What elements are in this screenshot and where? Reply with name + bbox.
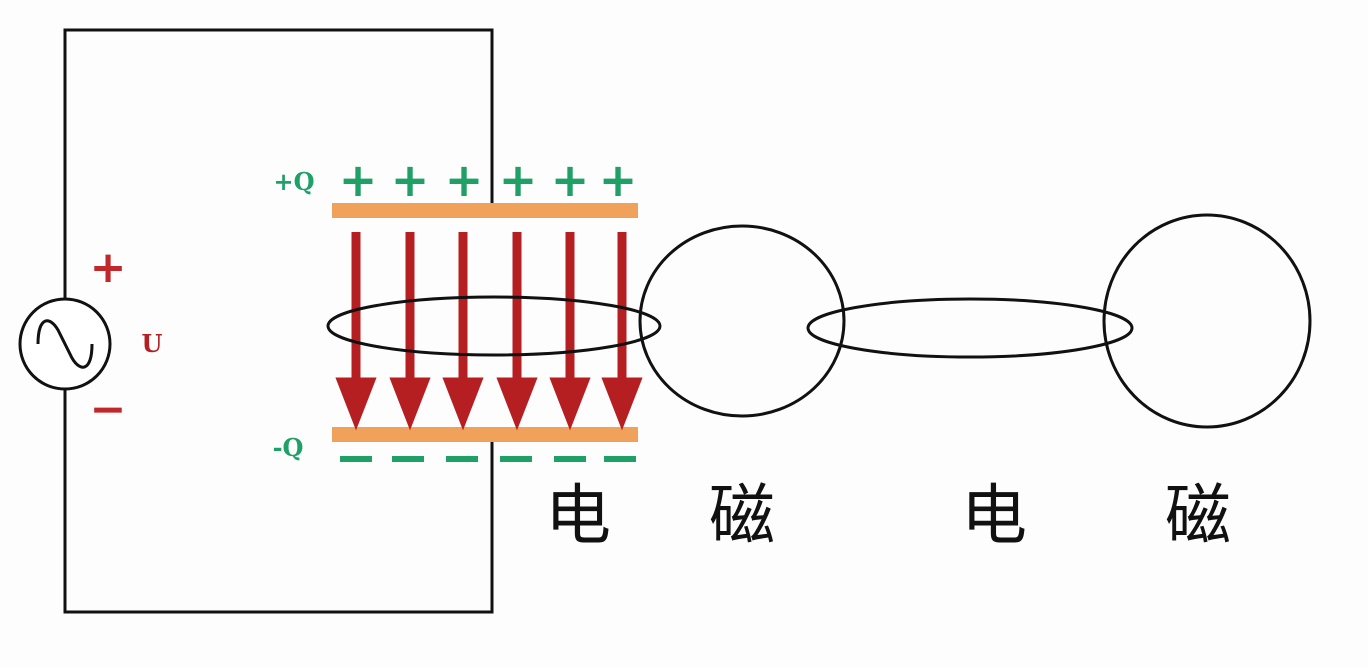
label-magnetic-1: 磁 bbox=[709, 477, 775, 554]
electric-loop-2 bbox=[1102, 213, 1312, 429]
capacitor-top-charge-label: +Q bbox=[273, 167, 314, 196]
negative-charge bbox=[446, 456, 478, 462]
electric-loop-1 bbox=[638, 224, 846, 418]
positive-charge: + bbox=[599, 153, 638, 207]
source-plus-sign: + bbox=[90, 242, 127, 293]
field-arrow-head bbox=[389, 377, 431, 431]
negative-charge bbox=[500, 456, 532, 462]
field-arrow-head bbox=[496, 377, 538, 431]
capacitor-bottom-charge-label: -Q bbox=[273, 433, 304, 462]
capacitor-top-plate bbox=[332, 203, 638, 218]
sine-wave-icon bbox=[36, 319, 94, 369]
negative-charge bbox=[604, 456, 636, 462]
label-electric-2: 电 bbox=[961, 477, 1027, 554]
source-voltage-label: U bbox=[142, 329, 163, 358]
source-minus-sign: − bbox=[90, 384, 127, 435]
negative-charge bbox=[340, 456, 372, 462]
positive-charges: + + + + + + bbox=[339, 153, 638, 207]
field-arrow-head bbox=[442, 377, 484, 431]
circuit-wire bbox=[63, 28, 494, 614]
negative-charge bbox=[554, 456, 586, 462]
magnetic-loop-2 bbox=[806, 297, 1134, 359]
label-electric-1: 电 bbox=[545, 477, 611, 554]
label-magnetic-2: 磁 bbox=[1165, 477, 1231, 554]
negative-charge bbox=[392, 456, 424, 462]
field-arrow-head bbox=[601, 377, 643, 431]
positive-charge: + bbox=[551, 153, 590, 207]
positive-charge: + bbox=[391, 153, 430, 207]
ac-source bbox=[18, 297, 112, 391]
field-arrow-head bbox=[549, 377, 591, 431]
field-loops bbox=[326, 213, 1312, 429]
positive-charge: + bbox=[499, 153, 538, 207]
field-arrow-head bbox=[335, 377, 377, 431]
electric-field-arrows bbox=[335, 232, 643, 431]
magnetic-loop-1 bbox=[326, 295, 662, 357]
negative-charges bbox=[340, 456, 636, 462]
capacitor-bottom-plate bbox=[332, 427, 638, 442]
positive-charge: + bbox=[445, 153, 484, 207]
positive-charge: + bbox=[339, 153, 378, 207]
